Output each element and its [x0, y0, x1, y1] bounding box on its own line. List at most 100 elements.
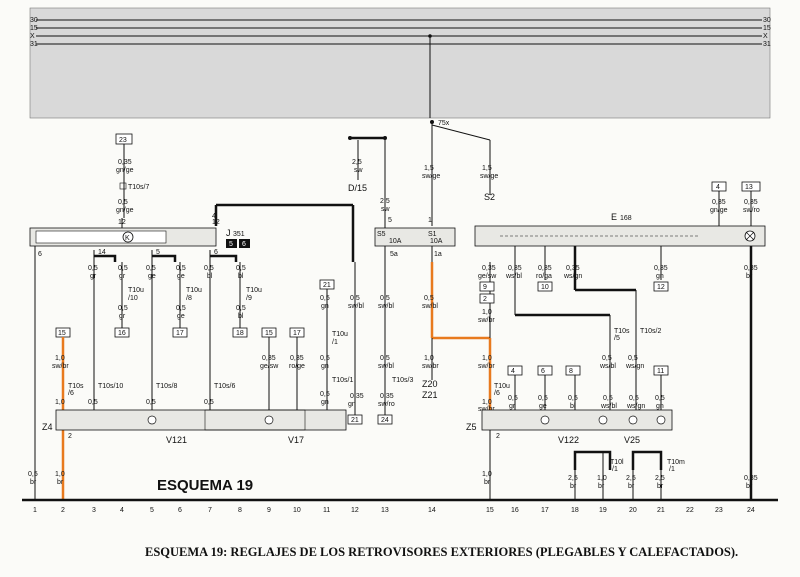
column-number: 13	[381, 507, 389, 514]
svg-text:1,5: 1,5	[424, 165, 434, 172]
svg-text:T10u: T10u	[246, 287, 262, 294]
svg-text:gr: gr	[509, 403, 516, 410]
svg-text:/9: /9	[246, 295, 252, 302]
svg-text:0,5: 0,5	[176, 265, 186, 272]
svg-text:6: 6	[38, 251, 42, 258]
svg-text:T10s/7: T10s/7	[128, 184, 150, 191]
column-number: 6	[178, 507, 182, 514]
svg-text:V121: V121	[166, 435, 187, 445]
svg-text:T10s/10: T10s/10	[98, 383, 123, 390]
svg-text:ge: ge	[177, 313, 185, 320]
svg-text:br: br	[746, 273, 753, 280]
column-number: 22	[686, 507, 694, 514]
column-number: 16	[511, 507, 519, 514]
svg-text:0,5: 0,5	[568, 395, 578, 402]
svg-text:0,5: 0,5	[118, 265, 128, 272]
fuse-box: S5 10A S1 10A 1 5a 1a	[374, 217, 456, 258]
rail-label: 15	[763, 25, 771, 32]
svg-text:sw/br: sw/br	[52, 363, 69, 370]
column-number: 23	[715, 507, 723, 514]
svg-text:T10u: T10u	[332, 331, 348, 338]
svg-text:17: 17	[176, 330, 184, 337]
svg-text:br: br	[57, 479, 64, 486]
svg-text:4: 4	[511, 368, 515, 375]
svg-text:ro/ga: ro/ga	[536, 273, 552, 280]
svg-text:0,35: 0,35	[508, 265, 522, 272]
svg-text:V17: V17	[288, 435, 304, 445]
diagram-title: ESQUEMA 19	[157, 477, 253, 494]
svg-text:br: br	[598, 483, 605, 490]
svg-text:17: 17	[293, 330, 301, 337]
svg-text:0,35: 0,35	[118, 159, 132, 166]
svg-text:0,5: 0,5	[118, 199, 128, 206]
svg-text:6: 6	[214, 249, 218, 256]
svg-text:/1: /1	[332, 339, 338, 346]
svg-text:gn/ge: gn/ge	[116, 167, 134, 174]
svg-text:24: 24	[381, 417, 389, 424]
rail-label: 30	[30, 17, 38, 24]
svg-text:sw/bl: sw/bl	[378, 363, 394, 370]
svg-text:0,35: 0,35	[350, 393, 364, 400]
svg-text:0,5: 0,5	[236, 305, 246, 312]
svg-text:0,5: 0,5	[88, 399, 98, 406]
svg-text:ws/gn: ws/gn	[563, 273, 582, 280]
svg-text:0,5: 0,5	[146, 399, 156, 406]
svg-text:ge/sw: ge/sw	[260, 363, 279, 370]
svg-text:gn/ge: gn/ge	[710, 207, 728, 214]
rail-label: X	[30, 33, 35, 40]
svg-text:2,5: 2,5	[655, 475, 665, 482]
svg-text:351: 351	[233, 231, 245, 238]
svg-text:0,5: 0,5	[508, 395, 518, 402]
left-harness: 6 15 1,0 sw/br T10s /6 1,0 1,0 br 0,5 br…	[28, 246, 305, 500]
svg-text:4: 4	[212, 213, 216, 220]
column-number: 18	[571, 507, 579, 514]
svg-text:T10s/8: T10s/8	[156, 383, 178, 390]
svg-text:T10m: T10m	[667, 459, 685, 466]
svg-text:gr: gr	[119, 313, 126, 320]
svg-text:0,5: 0,5	[350, 295, 360, 302]
svg-text:168: 168	[620, 215, 632, 222]
svg-text:10: 10	[541, 284, 549, 291]
column-number: 19	[599, 507, 607, 514]
svg-text:1,0: 1,0	[482, 355, 492, 362]
svg-text:gr: gr	[90, 273, 97, 280]
svg-text:T10s/2: T10s/2	[640, 328, 662, 335]
svg-text:bl: bl	[238, 313, 244, 320]
svg-text:0,5: 0,5	[320, 355, 330, 362]
svg-text:S1: S1	[428, 231, 437, 238]
svg-text:V122: V122	[558, 435, 579, 445]
svg-text:ge/sw: ge/sw	[478, 273, 497, 280]
svg-text:J: J	[226, 228, 231, 238]
svg-text:/1: /1	[612, 466, 618, 473]
figure-caption: ESQUEMA 19: REGLAJES DE LOS RETROVISORES…	[145, 545, 738, 559]
svg-text:12: 12	[118, 219, 126, 226]
svg-text:ge: ge	[177, 273, 185, 280]
column-number: 2	[61, 507, 65, 514]
svg-text:0,35: 0,35	[262, 355, 276, 362]
svg-text:V25: V25	[624, 435, 640, 445]
column-number: 8	[238, 507, 242, 514]
svg-text:bl: bl	[207, 273, 213, 280]
svg-text:5: 5	[156, 249, 160, 256]
svg-text:0,5: 0,5	[380, 295, 390, 302]
svg-text:br: br	[628, 483, 635, 490]
svg-text:0,35: 0,35	[744, 265, 758, 272]
rail-label: 30	[763, 17, 771, 24]
s2-label: S2	[484, 192, 495, 202]
center-feed: 0,5 sw/bl 1,0 sw/br Z20 Z21 9 2 0,35 ge/…	[422, 246, 510, 500]
rail-label: 15	[30, 25, 38, 32]
svg-text:2,5: 2,5	[380, 198, 390, 205]
svg-text:0,5: 0,5	[603, 395, 613, 402]
svg-text:75x: 75x	[438, 120, 450, 127]
svg-text:5: 5	[388, 217, 392, 224]
svg-text:0,5: 0,5	[118, 305, 128, 312]
svg-text:0,5: 0,5	[28, 471, 38, 478]
column-number: 1	[33, 507, 37, 514]
svg-text:0,35: 0,35	[380, 393, 394, 400]
d15-feed: 2,5 sw D/15 2,5 sw 5	[348, 136, 392, 228]
svg-text:0,35: 0,35	[482, 265, 496, 272]
svg-text:0,5: 0,5	[146, 265, 156, 272]
svg-text:0,35: 0,35	[538, 265, 552, 272]
svg-text:1,5: 1,5	[482, 165, 492, 172]
svg-text:ge: ge	[148, 273, 156, 280]
